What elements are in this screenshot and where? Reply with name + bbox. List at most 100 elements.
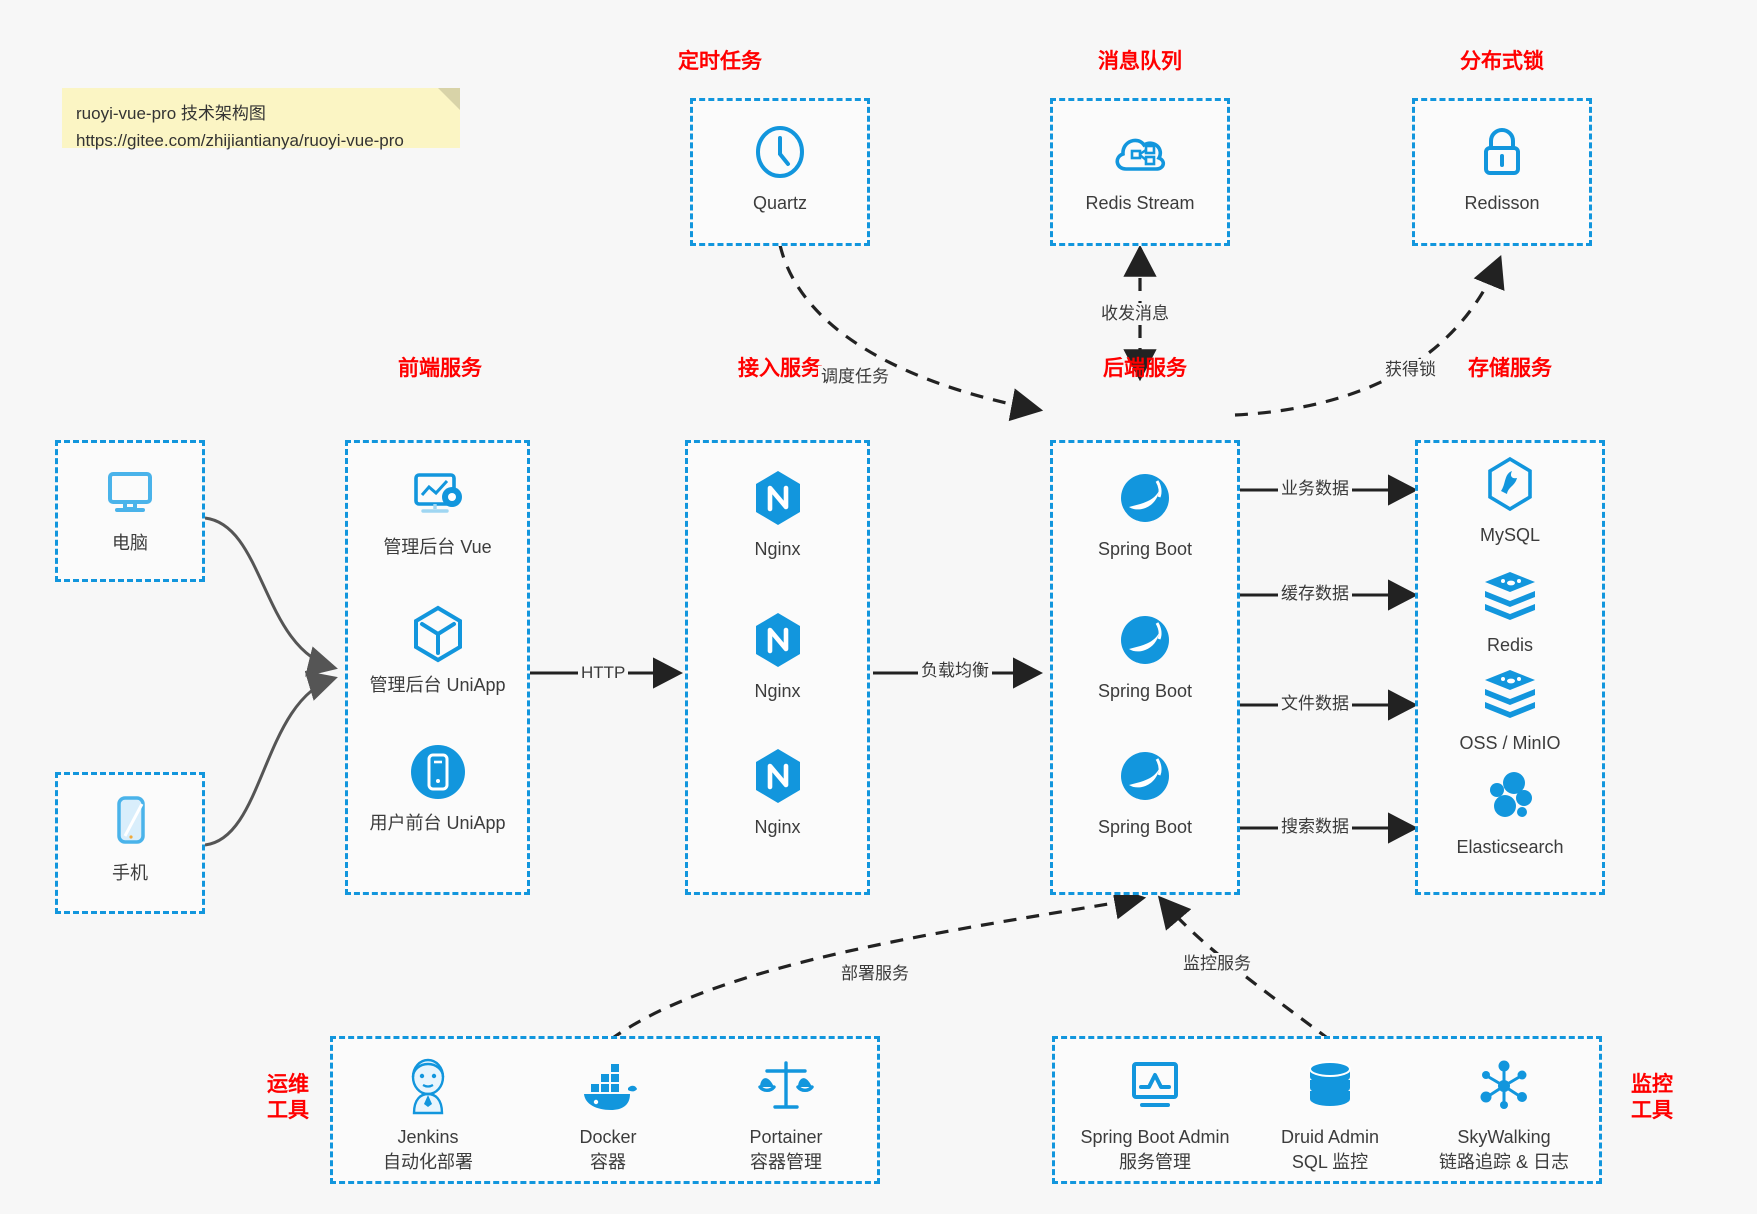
group-box-mq: Redis Stream (1050, 98, 1230, 246)
node-skywalking[interactable]: SkyWalking 链路追踪 & 日志 (1413, 1053, 1595, 1175)
group-title-scheduler: 定时任务 (678, 50, 762, 73)
node-redis[interactable]: Redis (1418, 563, 1602, 657)
group-title-devops-line1: 运维 (267, 1073, 309, 1096)
spring-icon (1053, 609, 1237, 671)
spring-icon (1053, 467, 1237, 529)
nginx-icon (688, 745, 867, 807)
node-label: Portainer (749, 1127, 823, 1147)
edge-label-business-data: 业务数据 (1278, 478, 1352, 500)
edge-label-load-balance: 负载均衡 (918, 660, 992, 682)
node-label: 电脑 (112, 533, 148, 553)
node-mysql[interactable]: MySQL (1418, 453, 1602, 547)
node-sublabel: 容器管理 (750, 1152, 822, 1172)
node-label: Docker (579, 1127, 637, 1147)
group-box-device-desktop: 电脑 (55, 440, 205, 582)
group-title-monitor: 监控 工具 (1612, 1072, 1692, 1124)
node-spring-boot-1[interactable]: Spring Boot (1053, 467, 1237, 561)
group-box-scheduler: Quartz (690, 98, 870, 246)
group-title-frontend: 前端服务 (398, 357, 482, 380)
node-label: Redis (1486, 635, 1534, 655)
node-redis-stream[interactable]: Redis Stream (1053, 121, 1227, 215)
node-sublabel: 容器 (590, 1152, 626, 1172)
mysql-icon (1418, 453, 1602, 515)
node-sublabel: SQL 监控 (1291, 1152, 1369, 1172)
node-user-uniapp[interactable]: 用户前台 UniApp (348, 741, 527, 835)
dashboard-gear-icon (348, 465, 527, 527)
group-title-devops: 运维 工具 (248, 1072, 328, 1124)
group-box-storage: MySQL Redis (1415, 440, 1605, 895)
node-portainer[interactable]: Portainer 容器管理 (701, 1053, 871, 1175)
edge-label-send-receive-message: 收发消息 (1098, 303, 1172, 325)
group-box-frontend: 管理后台 Vue 管理后台 UniApp 用户前台 UniApp (345, 440, 530, 895)
diagram-note: ruoyi-vue-pro 技术架构图 https://gitee.com/zh… (62, 88, 460, 150)
group-title-lock: 分布式锁 (1460, 50, 1544, 73)
node-druid-admin[interactable]: Druid Admin SQL 监控 (1245, 1053, 1415, 1175)
phone-icon (58, 791, 202, 853)
node-spring-boot-admin[interactable]: Spring Boot Admin 服务管理 (1061, 1053, 1249, 1175)
node-label: Jenkins (397, 1127, 459, 1147)
skywalking-icon (1413, 1053, 1595, 1119)
group-title-monitor-line1: 监控 (1631, 1073, 1673, 1096)
edge-label-acquire-lock: 获得锁 (1382, 359, 1439, 381)
oss-icon (1418, 661, 1602, 723)
node-jenkins[interactable]: Jenkins 自动化部署 (343, 1053, 513, 1175)
group-box-monitor: Spring Boot Admin 服务管理 Druid Admin SQL 监… (1052, 1036, 1602, 1184)
node-elasticsearch[interactable]: Elasticsearch (1418, 765, 1602, 859)
node-label: Quartz (752, 193, 808, 213)
edge-label-search-data: 搜索数据 (1278, 816, 1352, 838)
node-docker[interactable]: Docker 容器 (523, 1053, 693, 1175)
node-redisson[interactable]: Redisson (1415, 121, 1589, 215)
mobile-circle-icon (348, 741, 527, 803)
group-box-backend: Spring Boot Spring Boot Spring Boot (1050, 440, 1240, 895)
lock-icon (1415, 121, 1589, 183)
node-label: OSS / MinIO (1459, 733, 1561, 753)
node-admin-uniapp[interactable]: 管理后台 UniApp (348, 603, 527, 697)
edge-label-http: HTTP (578, 662, 629, 684)
monitor-chart-icon (1061, 1053, 1249, 1119)
node-label: MySQL (1479, 525, 1540, 545)
node-spring-boot-2[interactable]: Spring Boot (1053, 609, 1237, 703)
node-label: SkyWalking (1457, 1127, 1551, 1147)
edge-label-schedule-task: 调度任务 (818, 366, 892, 388)
edge-label-monitor-service: 监控服务 (1180, 953, 1254, 975)
node-quartz[interactable]: Quartz (693, 121, 867, 215)
node-nginx-2[interactable]: Nginx (688, 609, 867, 703)
note-title: ruoyi-vue-pro 技术架构图 (76, 104, 266, 123)
node-label: 管理后台 Vue (383, 537, 492, 557)
redis-icon (1418, 563, 1602, 625)
cloud-stream-icon (1053, 121, 1227, 183)
scales-icon (701, 1053, 871, 1119)
node-label: Druid Admin (1280, 1127, 1380, 1147)
group-box-device-phone: 手机 (55, 772, 205, 914)
desktop-icon (58, 461, 202, 523)
group-title-backend: 后端服务 (1103, 357, 1187, 380)
node-label: Nginx (754, 681, 801, 701)
node-spring-boot-3[interactable]: Spring Boot (1053, 745, 1237, 839)
edge-label-file-data: 文件数据 (1278, 693, 1352, 715)
group-box-devops: Jenkins 自动化部署 Docker 容器 (330, 1036, 880, 1184)
node-label: Spring Boot (1097, 681, 1193, 701)
node-label: Spring Boot (1097, 539, 1193, 559)
node-label: 手机 (112, 863, 148, 883)
node-oss-minio[interactable]: OSS / MinIO (1418, 661, 1602, 755)
node-label: Nginx (754, 539, 801, 559)
database-icon (1245, 1053, 1415, 1119)
node-sublabel: 自动化部署 (383, 1152, 473, 1172)
node-label: Spring Boot (1097, 817, 1193, 837)
nginx-icon (688, 467, 867, 529)
group-title-gateway: 接入服务 (738, 357, 822, 380)
node-nginx-1[interactable]: Nginx (688, 467, 867, 561)
node-label: 用户前台 UniApp (369, 813, 506, 833)
node-label: Elasticsearch (1456, 837, 1564, 857)
group-title-monitor-line2: 工具 (1631, 1099, 1673, 1122)
node-phone[interactable]: 手机 (58, 791, 202, 885)
nginx-icon (688, 609, 867, 671)
note-fold-corner (438, 88, 460, 110)
group-title-mq: 消息队列 (1098, 50, 1182, 73)
node-nginx-3[interactable]: Nginx (688, 745, 867, 839)
docker-icon (523, 1053, 693, 1119)
group-box-lock: Redisson (1412, 98, 1592, 246)
node-admin-vue[interactable]: 管理后台 Vue (348, 465, 527, 559)
node-desktop[interactable]: 电脑 (58, 461, 202, 555)
